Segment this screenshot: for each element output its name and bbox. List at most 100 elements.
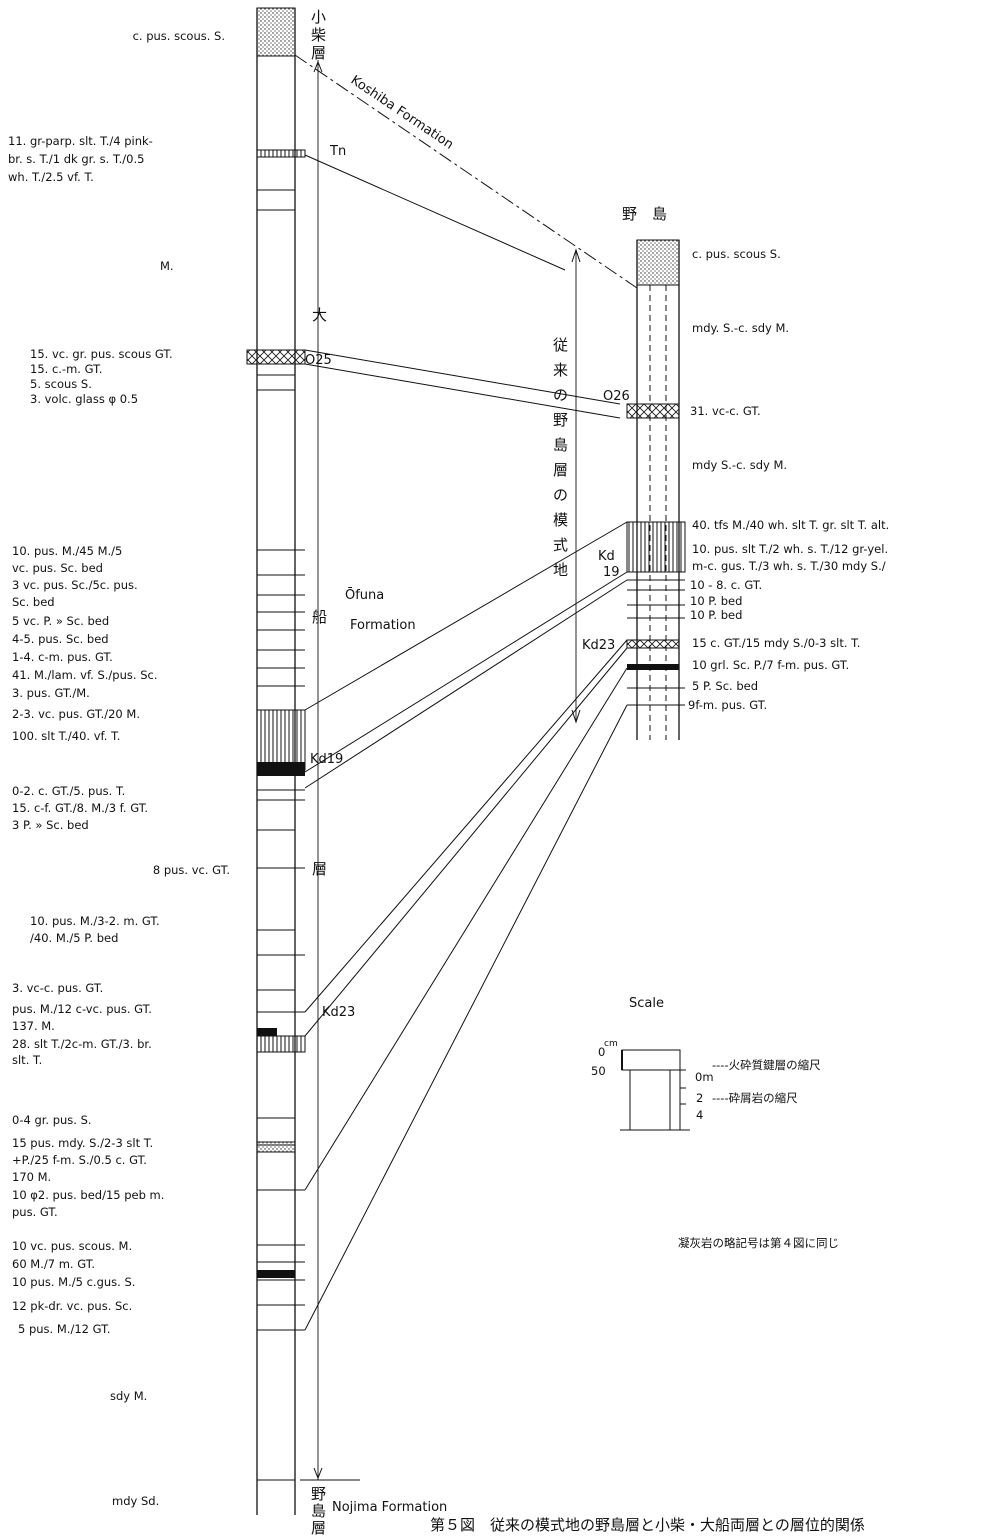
left-label-4-line-7: 41. M./lam. vf. S./pus. Sc. — [12, 668, 157, 682]
kd23-right-label: Kd23 — [582, 638, 615, 653]
vertical-note-char-9: 地 — [553, 561, 568, 579]
figure-caption: 第５図 従来の模式地の野島層と小柴・大船両層との層位的関係 — [430, 1516, 865, 1534]
left-label-9-line-3: 170 M. — [12, 1170, 51, 1184]
left-label-10-line-4: 5 pus. M./12 GT. — [18, 1322, 110, 1336]
right-label-6-line-0: 10 grl. Sc. P./7 f-m. pus. GT. — [692, 658, 849, 672]
ofuna-formation-label: Ōfuna — [345, 588, 384, 603]
koshiba-jp-char-1: 柴 — [311, 26, 326, 44]
left-label-4-line-9: 2-3. vc. pus. GT./20 M. — [12, 707, 140, 721]
nojima-jp-char-2: 層 — [311, 1519, 326, 1537]
vertical-note-char-8: 式 — [553, 536, 568, 554]
kd19-bed — [257, 710, 305, 770]
left-label-8-line-3: 28. slt T./2c-m. GT./3. br. — [12, 1037, 152, 1051]
nojima-jp-char-0: 野 — [311, 1485, 326, 1503]
left-label-8-line-2: 137. M. — [12, 1019, 55, 1033]
left-label-2-line-0: M. — [160, 259, 174, 273]
left-label-10-line-1: 60 M./7 m. GT. — [12, 1257, 95, 1271]
vertical-note-char-7: 模 — [553, 511, 568, 529]
left-label-9-line-4: 10 φ2. pus. bed/15 peb m. — [12, 1188, 164, 1202]
nojima-title: 野 島 — [622, 205, 667, 223]
koshiba-jp-char-0: 小 — [311, 8, 326, 26]
right-label-2-line-0: 31. vc-c. GT. — [690, 404, 761, 418]
left-label-8-line-0: 3. vc-c. pus. GT. — [12, 981, 103, 995]
right-label-1-line-0: mdy. S.-c. sdy M. — [692, 321, 789, 335]
right-label-4-line-2: m-c. gus. T./3 wh. s. T./30 mdy S./ — [692, 559, 886, 573]
left-label-1-line-0: 11. gr-parp. slt. T./4 pink- — [8, 134, 153, 148]
vertical-note-char-1: 来 — [553, 361, 568, 379]
left-label-7-line-0: 10. pus. M./3-2. m. GT. — [30, 914, 160, 928]
tuff-symbol-note: 凝灰岩の略記号は第４図に同じ — [678, 1236, 839, 1250]
scale-fifty: 50 — [591, 1064, 606, 1078]
vertical-note-char-3: 野 — [553, 411, 568, 429]
kd19-left-label: Kd19 — [310, 752, 343, 767]
right-label-4-line-3: 10 - 8. c. GT. — [690, 578, 762, 592]
kd19-right-label: Kd — [598, 549, 615, 564]
scale-four: 4 — [696, 1108, 703, 1122]
koshiba-sand-fill — [257, 8, 295, 56]
left-label-8-line-1: pus. M./12 c-vc. pus. GT. — [12, 1002, 152, 1016]
left-label-5-line-0: 0-2. c. GT./5. pus. T. — [12, 784, 125, 798]
scale-title: Scale — [629, 996, 664, 1011]
left-label-3-line-2: 5. scous S. — [30, 377, 92, 391]
o25-label: O25 — [305, 353, 332, 368]
left-label-4-line-1: vc. pus. Sc. bed — [12, 561, 103, 575]
scale-diagram — [620, 1050, 690, 1130]
left-label-10-line-0: 10 vc. pus. scous. M. — [12, 1239, 132, 1253]
o26-label: O26 — [603, 389, 630, 404]
left-label-4-line-0: 10. pus. M./45 M./5 — [12, 544, 122, 558]
kd19-right-label-2: 19 — [603, 565, 620, 580]
right-label-0-line-0: c. pus. scous S. — [692, 247, 781, 261]
koshiba-jp-char-2: 層 — [311, 44, 326, 62]
left-label-1-line-1: br. s. T./1 dk gr. s. T./0.5 — [8, 152, 144, 166]
koshiba-boundary — [295, 55, 637, 288]
vertical-note-char-0: 従 — [553, 336, 568, 354]
right-label-4-line-1: 10. pus. slt T./2 wh. s. T./12 gr-yel. — [692, 542, 888, 556]
left-label-5-line-1: 15. c-f. GT./8. M./3 f. GT. — [12, 801, 148, 815]
left-label-4-line-10: 100. slt T./40. vf. T. — [12, 729, 120, 743]
left-label-10-line-2: 10 pus. M./5 c.gus. S. — [12, 1275, 135, 1289]
nojima-formation-label: Nojima Formation — [332, 1500, 447, 1515]
vertical-note-char-4: 島 — [553, 436, 568, 454]
left-label-3-line-0: 15. vc. gr. pus. scous GT. — [30, 347, 173, 361]
left-label-12-line-0: mdy Sd. — [112, 1494, 159, 1508]
scale-two: 2 — [696, 1091, 703, 1105]
left-labels: c. pus. scous. S. 11. gr-parp. slt. T./4… — [8, 29, 230, 1508]
left-label-4-line-6: 1-4. c-m. pus. GT. — [12, 650, 113, 664]
kd23-bed — [257, 1036, 305, 1052]
left-label-1-line-2: wh. T./2.5 vf. T. — [8, 170, 94, 184]
left-label-7-line-1: /40. M./5 P. bed — [30, 931, 118, 945]
correlation-lines — [295, 55, 637, 1330]
right-labels: c. pus. scous S. mdy. S.-c. sdy M. 31. v… — [688, 247, 889, 712]
left-label-9-line-5: pus. GT. — [12, 1205, 58, 1219]
scale-labels: Scale cm 0 50 0m 2 4 ----火砕質鍵層の縮尺 ----砕屑… — [591, 996, 821, 1122]
left-label-4-line-8: 3. pus. GT./M. — [12, 686, 90, 700]
kd23-right-bed — [627, 640, 679, 648]
right-label-4-line-5: 10 P. bed — [690, 608, 742, 622]
left-label-11-line-0: sdy M. — [110, 1389, 147, 1403]
right-label-8-line-0: 9f-m. pus. GT. — [688, 698, 767, 712]
ofuna-jp-dai: 大 — [312, 306, 327, 324]
scale-clastic-scale: ----砕屑岩の縮尺 — [712, 1091, 798, 1105]
koshiba-formation-label: Koshiba Formation — [348, 73, 456, 153]
right-label-4-line-4: 10 P. bed — [690, 594, 742, 608]
right-label-7-line-0: 5 P. Sc. bed — [692, 679, 758, 693]
vertical-note-char-2: の — [553, 386, 568, 404]
kd19-right-bed — [627, 522, 685, 572]
left-label-9-line-0: 0-4 gr. pus. S. — [12, 1113, 92, 1127]
left-label-6-line-0: 8 pus. vc. GT. — [153, 863, 230, 877]
scale-zero: 0 — [598, 1045, 605, 1059]
o26-bed — [627, 404, 679, 418]
left-label-4-line-2: 3 vc. pus. Sc./5c. pus. — [12, 578, 138, 592]
left-label-3-line-1: 15. c.-m. GT. — [30, 362, 102, 376]
right-label-4-line-0: 40. tfs M./40 wh. slt T. gr. slt T. alt. — [692, 518, 889, 532]
right-label-3-line-0: mdy S.-c. sdy M. — [692, 458, 787, 472]
nojima-jp-char-1: 島 — [311, 1502, 326, 1520]
ofuna-jp-fune: 船 — [312, 608, 327, 626]
left-label-4-line-3: Sc. bed — [12, 595, 55, 609]
scale-cm: cm — [604, 1039, 618, 1049]
center-labels: 小 柴 層 Koshiba Formation Tn 大 船 層 O25 Ōfu… — [305, 8, 456, 1537]
nojima-sand-fill — [637, 240, 679, 285]
right-label-5-line-0: 15 c. GT./15 mdy S./0-3 slt. T. — [692, 636, 860, 650]
vertical-note-char-5: 層 — [553, 461, 568, 479]
